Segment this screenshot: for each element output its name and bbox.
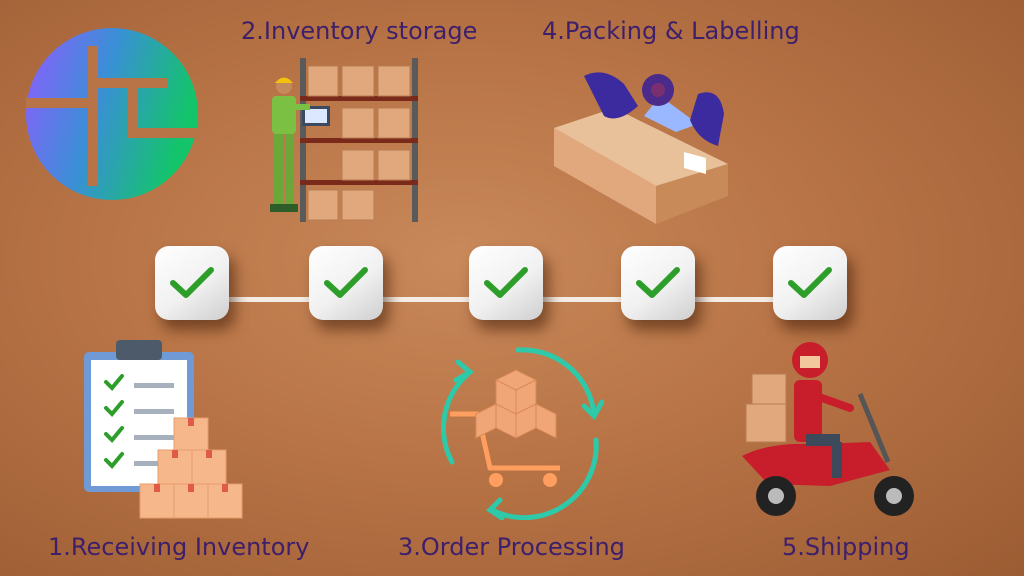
check-cube-5 (773, 246, 847, 320)
check-cube-3 (469, 246, 543, 320)
checkmark-icon (324, 267, 368, 298)
checkmark-icon (170, 267, 214, 298)
delivery-scooter-icon (742, 342, 914, 516)
step-label-1: 1.Receiving Inventory (48, 533, 310, 561)
check-cube-4 (621, 246, 695, 320)
order-cycle-icon (441, 347, 604, 520)
check-cube-2 (309, 246, 383, 320)
checkmark-icon (788, 267, 832, 298)
warehouse-worker-icon (270, 58, 418, 222)
step-label-5: 5.Shipping (782, 533, 910, 561)
step-label-3: 3.Order Processing (398, 533, 625, 561)
step-label-2: 2.Inventory storage (241, 17, 478, 45)
step-label-4: 4.Packing & Labelling (542, 17, 800, 45)
packing-box-icon (554, 72, 728, 224)
check-cube-1 (155, 246, 229, 320)
checkmark-icon (636, 267, 680, 298)
logo-icon (26, 28, 198, 200)
clipboard-checklist-icon (84, 340, 243, 519)
checkmark-icon (484, 267, 528, 298)
